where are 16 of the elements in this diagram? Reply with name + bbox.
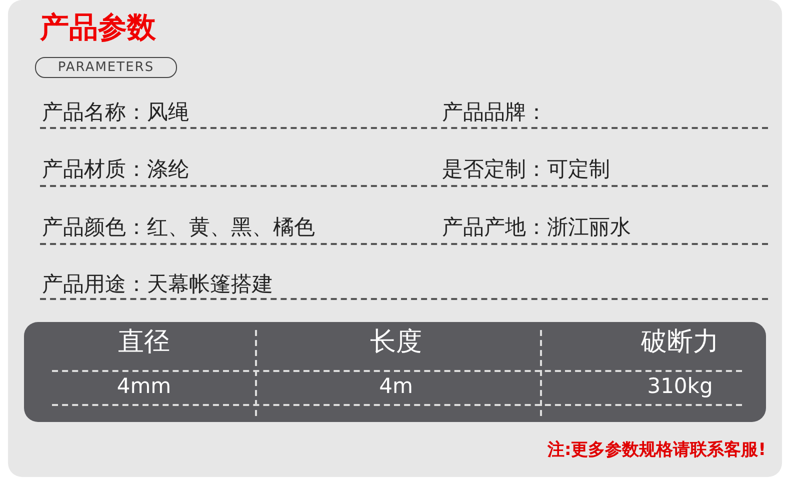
parameter-text: 产品品牌： bbox=[442, 99, 547, 126]
table-cell-text: 310kg bbox=[646, 374, 714, 398]
parameter-text: 产品材质：涤纶 bbox=[42, 156, 189, 183]
header-cell-text: 破断力 bbox=[640, 326, 720, 359]
parameter-text: 产品用途：天幕帐篷搭建 bbox=[42, 271, 273, 298]
heading: 产品参数 bbox=[40, 9, 156, 46]
parameter-text: 是否定制：可定制 bbox=[442, 156, 610, 183]
parameter-text: 产品颜色：红、黄、黑、橘色 bbox=[42, 214, 315, 241]
header-cell-text: 直径 bbox=[117, 326, 171, 359]
header-cell-text: 长度 bbox=[369, 326, 423, 359]
table-cell-text: 4mm bbox=[116, 374, 172, 398]
table-cell-text: 4m bbox=[378, 374, 414, 398]
note-text: 注:更多参数规格请联系客服! bbox=[547, 439, 766, 461]
parameter-text: 产品名称：风绳 bbox=[42, 99, 189, 126]
tag-label: PARAMETERS bbox=[35, 57, 177, 78]
parameter-text: 产品产地：浙江丽水 bbox=[442, 214, 631, 241]
